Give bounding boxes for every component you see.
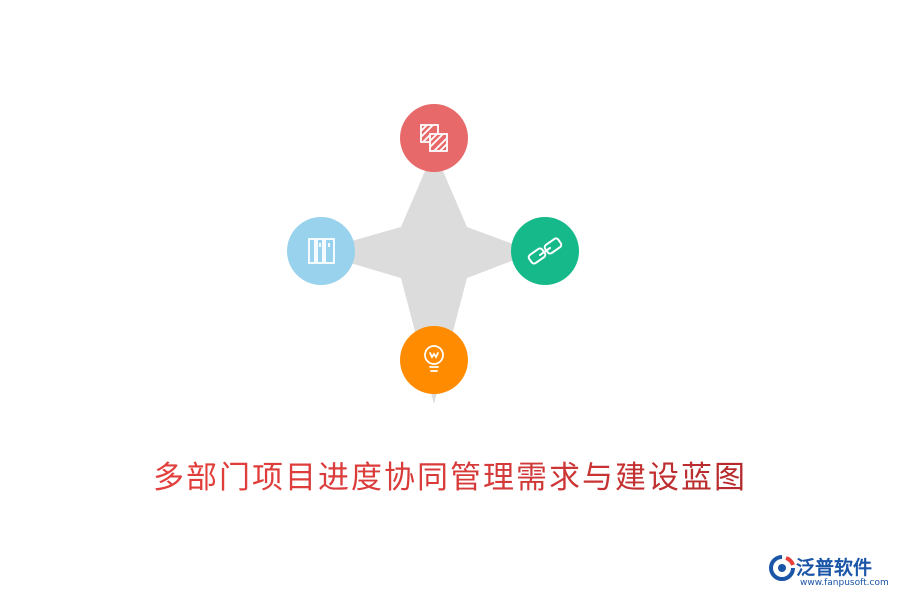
brand-watermark: 泛普软件 www.fanpusoft.com bbox=[768, 552, 892, 592]
brand-logo-icon bbox=[769, 555, 795, 581]
star-shape bbox=[313, 150, 535, 404]
node-bottom bbox=[400, 326, 468, 394]
books-icon bbox=[308, 238, 335, 264]
node-left-circle bbox=[287, 217, 355, 285]
striped-squares-icon bbox=[420, 124, 448, 152]
diagram-title: 多部门项目进度协同管理需求与建设蓝图 bbox=[0, 452, 900, 497]
lightbulb-icon bbox=[424, 345, 444, 372]
link-chain-icon bbox=[527, 237, 563, 265]
node-left bbox=[287, 217, 355, 285]
node-right bbox=[511, 217, 579, 285]
brand-name: 泛普软件 bbox=[796, 557, 873, 579]
node-top bbox=[400, 104, 468, 172]
brand-url: www.fanpusoft.com bbox=[800, 578, 889, 588]
node-bottom-circle bbox=[400, 326, 468, 394]
